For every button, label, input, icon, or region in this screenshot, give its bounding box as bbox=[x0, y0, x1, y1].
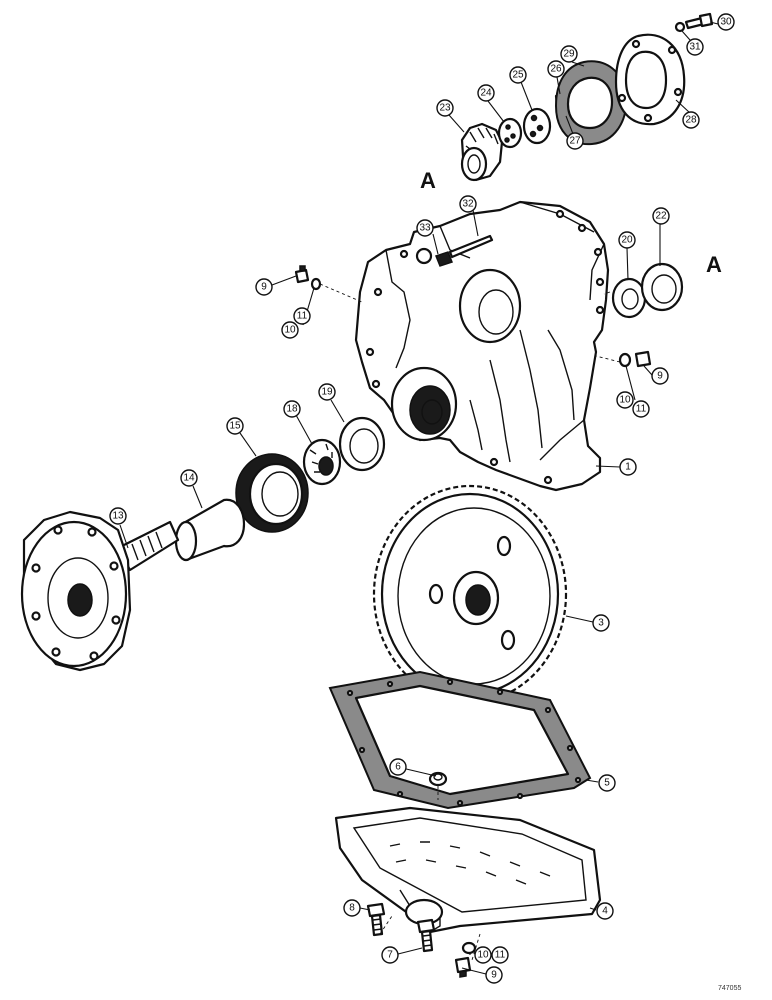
callout-10-left: 10 bbox=[281, 321, 299, 339]
callout-7: 7 bbox=[381, 946, 399, 964]
callout-22: 22 bbox=[652, 207, 670, 225]
svg-text:25: 25 bbox=[512, 70, 524, 81]
callout-32: 32 bbox=[459, 195, 477, 213]
callout-1: 1 bbox=[619, 458, 637, 476]
svg-text:8: 8 bbox=[349, 903, 355, 914]
pinion-gear-23 bbox=[460, 122, 504, 182]
callout-8: 8 bbox=[343, 899, 361, 917]
washer-24 bbox=[497, 117, 523, 149]
bolt-30 bbox=[684, 12, 714, 30]
svg-text:18: 18 bbox=[286, 404, 298, 415]
svg-text:33: 33 bbox=[419, 223, 431, 234]
svg-text:19: 19 bbox=[321, 387, 333, 398]
bearing-cup-22 bbox=[640, 262, 684, 312]
callout-9-right: 9 bbox=[651, 367, 669, 385]
plate-25 bbox=[522, 107, 552, 145]
axle-shaft-13 bbox=[20, 510, 180, 672]
svg-text:22: 22 bbox=[655, 211, 667, 222]
callout-11-right: 11 bbox=[632, 400, 650, 418]
svg-text:11: 11 bbox=[636, 404, 647, 415]
seal-ring-29 bbox=[554, 60, 628, 146]
svg-text:13: 13 bbox=[112, 511, 124, 522]
svg-text:26: 26 bbox=[550, 64, 562, 75]
callout-25: 25 bbox=[509, 66, 527, 84]
callout-20: 20 bbox=[618, 231, 636, 249]
callout-33: 33 bbox=[416, 219, 434, 237]
callout-29: 29 bbox=[560, 45, 578, 63]
seal-15 bbox=[235, 453, 309, 533]
svg-text:9: 9 bbox=[261, 282, 267, 293]
view-letter-a-top: A bbox=[420, 168, 436, 193]
svg-text:4: 4 bbox=[602, 906, 608, 917]
svg-text:10: 10 bbox=[477, 950, 489, 961]
svg-text:6: 6 bbox=[395, 762, 401, 773]
callout-26: 26 bbox=[547, 60, 565, 78]
callout-5: 5 bbox=[598, 774, 616, 792]
svg-text:29: 29 bbox=[563, 49, 575, 60]
svg-text:7: 7 bbox=[387, 950, 393, 961]
washer-10-11-left bbox=[310, 277, 322, 291]
callout-28: 28 bbox=[682, 111, 700, 129]
svg-text:5: 5 bbox=[604, 778, 610, 789]
callout-18: 18 bbox=[283, 400, 301, 418]
svg-text:28: 28 bbox=[685, 115, 697, 126]
bearing-cup-19 bbox=[338, 416, 386, 472]
callout-4: 4 bbox=[596, 902, 614, 920]
washer-10-11-bottom bbox=[461, 941, 477, 955]
callout-6: 6 bbox=[389, 758, 407, 776]
callout-27: 27 bbox=[566, 132, 584, 150]
bearing-cone-18 bbox=[302, 438, 342, 486]
final-drive-housing bbox=[354, 200, 610, 492]
washer-10-11-right bbox=[618, 352, 632, 368]
bolt-8 bbox=[366, 902, 386, 937]
svg-text:10: 10 bbox=[619, 395, 631, 406]
callout-24: 24 bbox=[477, 84, 495, 102]
svg-text:9: 9 bbox=[491, 970, 497, 981]
fitting-9-bottom bbox=[454, 956, 472, 978]
figure-reference: 747055 bbox=[718, 985, 741, 992]
callout-11-bottom: 11 bbox=[491, 946, 509, 964]
callout-31: 31 bbox=[686, 38, 704, 56]
callout-23: 23 bbox=[436, 99, 454, 117]
svg-text:11: 11 bbox=[495, 950, 506, 961]
dowel-pin-32 bbox=[448, 234, 494, 259]
callout-19: 19 bbox=[318, 383, 336, 401]
svg-text:10: 10 bbox=[284, 325, 296, 336]
svg-text:3: 3 bbox=[598, 618, 604, 629]
svg-text:1: 1 bbox=[625, 462, 631, 473]
plug-33 bbox=[435, 251, 453, 267]
fitting-9-left bbox=[294, 265, 310, 284]
seal-20 bbox=[611, 277, 647, 319]
callout-30: 30 bbox=[717, 13, 735, 31]
view-letter-a-right: A bbox=[706, 252, 722, 277]
callout-11-left: 11 bbox=[293, 307, 311, 325]
callout-3: 3 bbox=[592, 614, 610, 632]
callout-10-right: 10 bbox=[616, 391, 634, 409]
retainer-plate-28 bbox=[614, 33, 686, 126]
callout-9-left: 9 bbox=[255, 278, 273, 296]
spacer-sleeve-14 bbox=[174, 498, 246, 562]
svg-text:27: 27 bbox=[569, 136, 581, 147]
svg-text:23: 23 bbox=[439, 103, 451, 114]
gasket-5 bbox=[328, 670, 592, 810]
bolt-7 bbox=[416, 918, 436, 953]
svg-text:24: 24 bbox=[480, 88, 492, 99]
svg-text:14: 14 bbox=[183, 473, 195, 484]
callout-13: 13 bbox=[109, 507, 127, 525]
svg-text:30: 30 bbox=[720, 17, 732, 28]
callout-14: 14 bbox=[180, 469, 198, 487]
bull-gear-3 bbox=[372, 484, 568, 704]
svg-text:31: 31 bbox=[689, 42, 701, 53]
callout-15: 15 bbox=[226, 417, 244, 435]
svg-text:15: 15 bbox=[229, 421, 241, 432]
svg-text:32: 32 bbox=[462, 199, 474, 210]
svg-text:9: 9 bbox=[657, 371, 663, 382]
fitting-9-right bbox=[634, 350, 652, 368]
svg-text:20: 20 bbox=[621, 235, 633, 246]
lock-washer-31 bbox=[674, 21, 686, 33]
callout-10-bottom: 10 bbox=[474, 946, 492, 964]
svg-text:11: 11 bbox=[297, 311, 308, 322]
callout-9-bottom: 9 bbox=[485, 966, 503, 984]
